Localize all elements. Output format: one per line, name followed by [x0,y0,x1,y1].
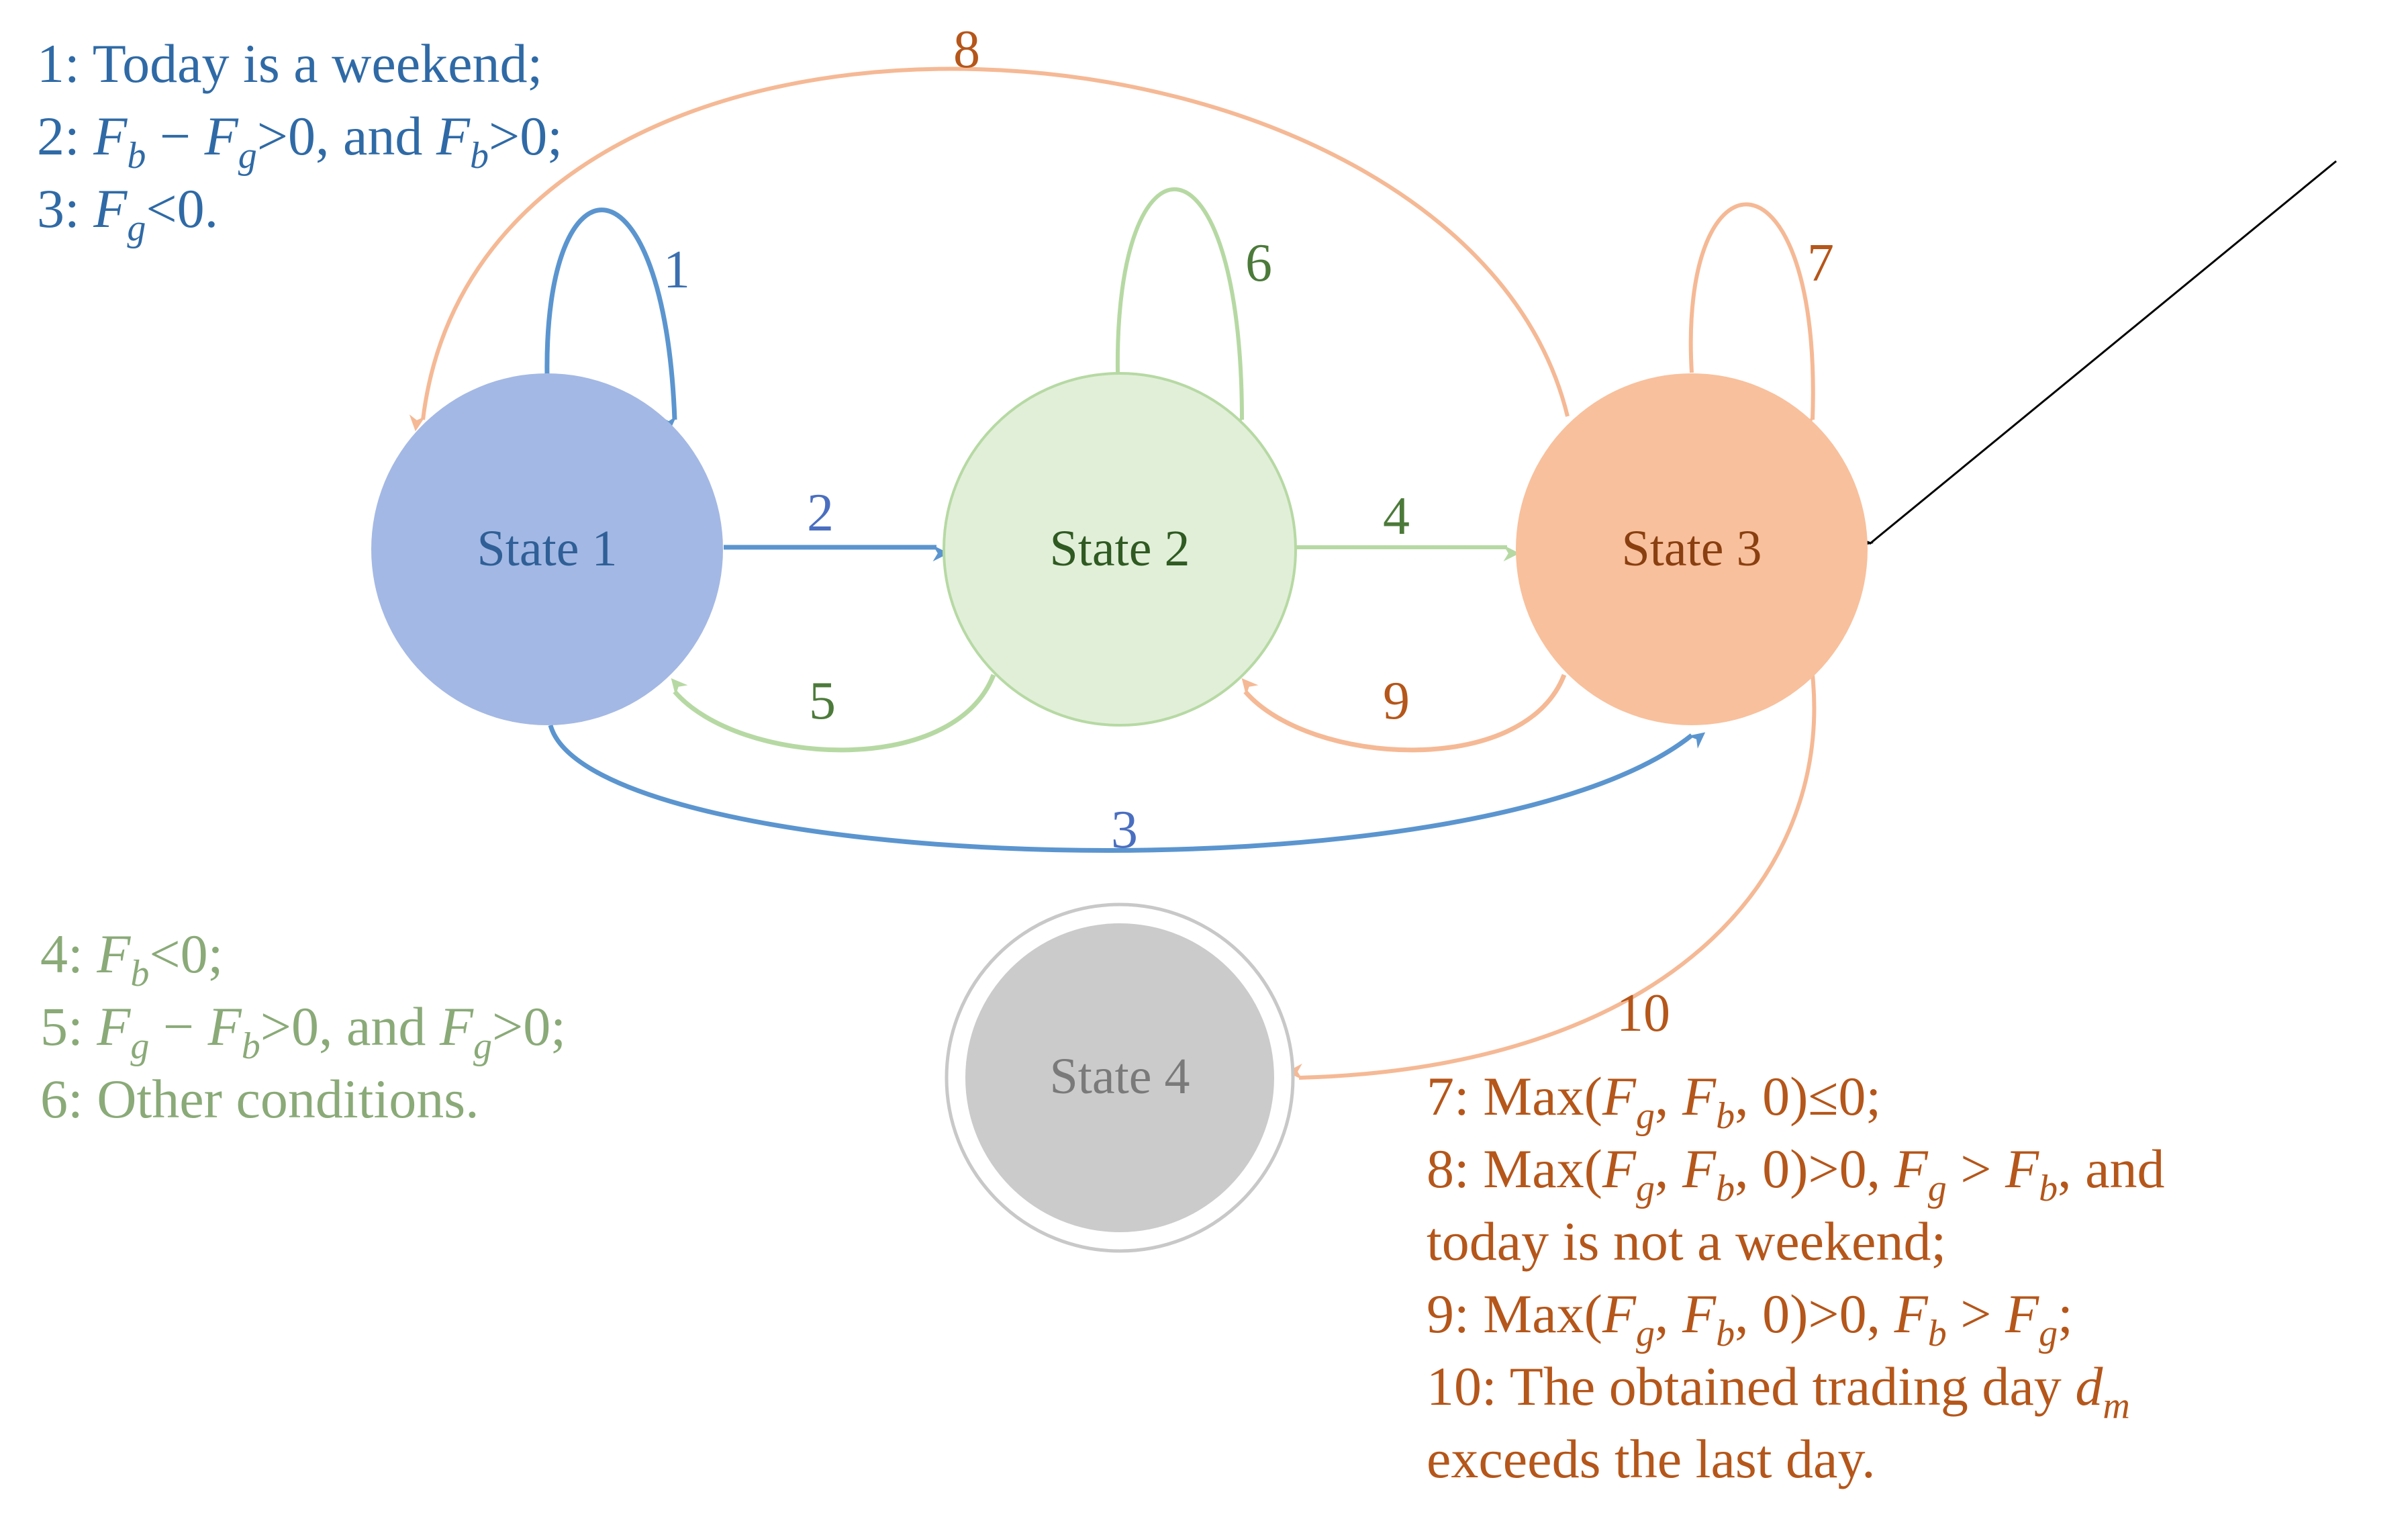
edge-9 [1241,674,1567,753]
condition-10: 10: The obtained trading day dm [1427,1356,2130,1427]
edge-label-2: 2 [807,483,834,543]
condition-1: 1: Today is a weekend; [37,33,542,94]
state-1-node [371,373,723,725]
condition-4: 4: Fb<0; [40,923,223,994]
edge-1 [544,207,677,432]
condition-9: 9: Max(Fg, Fb, 0)>0, Fb > Fg; [1427,1283,2073,1354]
edge-6 [1115,187,1244,432]
edge-7 [1688,202,1815,432]
edge-label-4: 4 [1383,487,1410,546]
edge-label-10: 10 [1617,984,1670,1043]
edge-label-5: 5 [809,671,836,731]
state-4-node [965,923,1274,1232]
condition-7: 7: Max(Fg, Fb, 0)≤0; [1427,1066,1881,1137]
state-3-label: State 3 [1622,520,1762,577]
state-3-node [1516,373,1868,725]
condition-10-line-2: exceeds the last day. [1427,1428,1876,1489]
edge-8 [409,66,1570,432]
edge-label-3: 3 [1111,800,1138,860]
edge-5 [671,674,996,753]
state-1-label: State 1 [477,520,618,577]
start-arrow [1856,160,2337,547]
condition-2: 2: Fb − Fg>0, and Fb>0; [37,105,563,177]
condition-6: 6: Other conditions. [40,1068,479,1129]
conditions-green: 4: Fb<0; 5: Fg − Fb>0, and Fg>0; 6: Othe… [40,923,566,1129]
edge-10 [1286,674,1817,1080]
condition-8: 8: Max(Fg, Fb, 0)>0, Fg > Fb, and [1427,1138,2165,1209]
conditions-blue: 1: Today is a weekend; 2: Fb − Fg>0, and… [37,33,563,249]
condition-8-line-2: today is not a weekend; [1427,1211,1946,1272]
edge-label-7: 7 [1807,234,1834,293]
condition-3: 3: Fg<0. [37,178,218,249]
edge-3 [548,725,1706,853]
edge-label-8: 8 [953,20,980,79]
condition-5: 5: Fg − Fb>0, and Fg>0; [40,996,566,1067]
state-4-label: State 4 [1050,1048,1190,1105]
state-2-node [943,372,1297,727]
edge-label-9: 9 [1383,671,1410,731]
edge-label-6: 6 [1245,234,1272,293]
conditions-orange: 7: Max(Fg, Fb, 0)≤0; 8: Max(Fg, Fb, 0)>0… [1427,1066,2165,1489]
edge-label-1: 1 [663,240,690,299]
state-2-label: State 2 [1050,520,1190,577]
